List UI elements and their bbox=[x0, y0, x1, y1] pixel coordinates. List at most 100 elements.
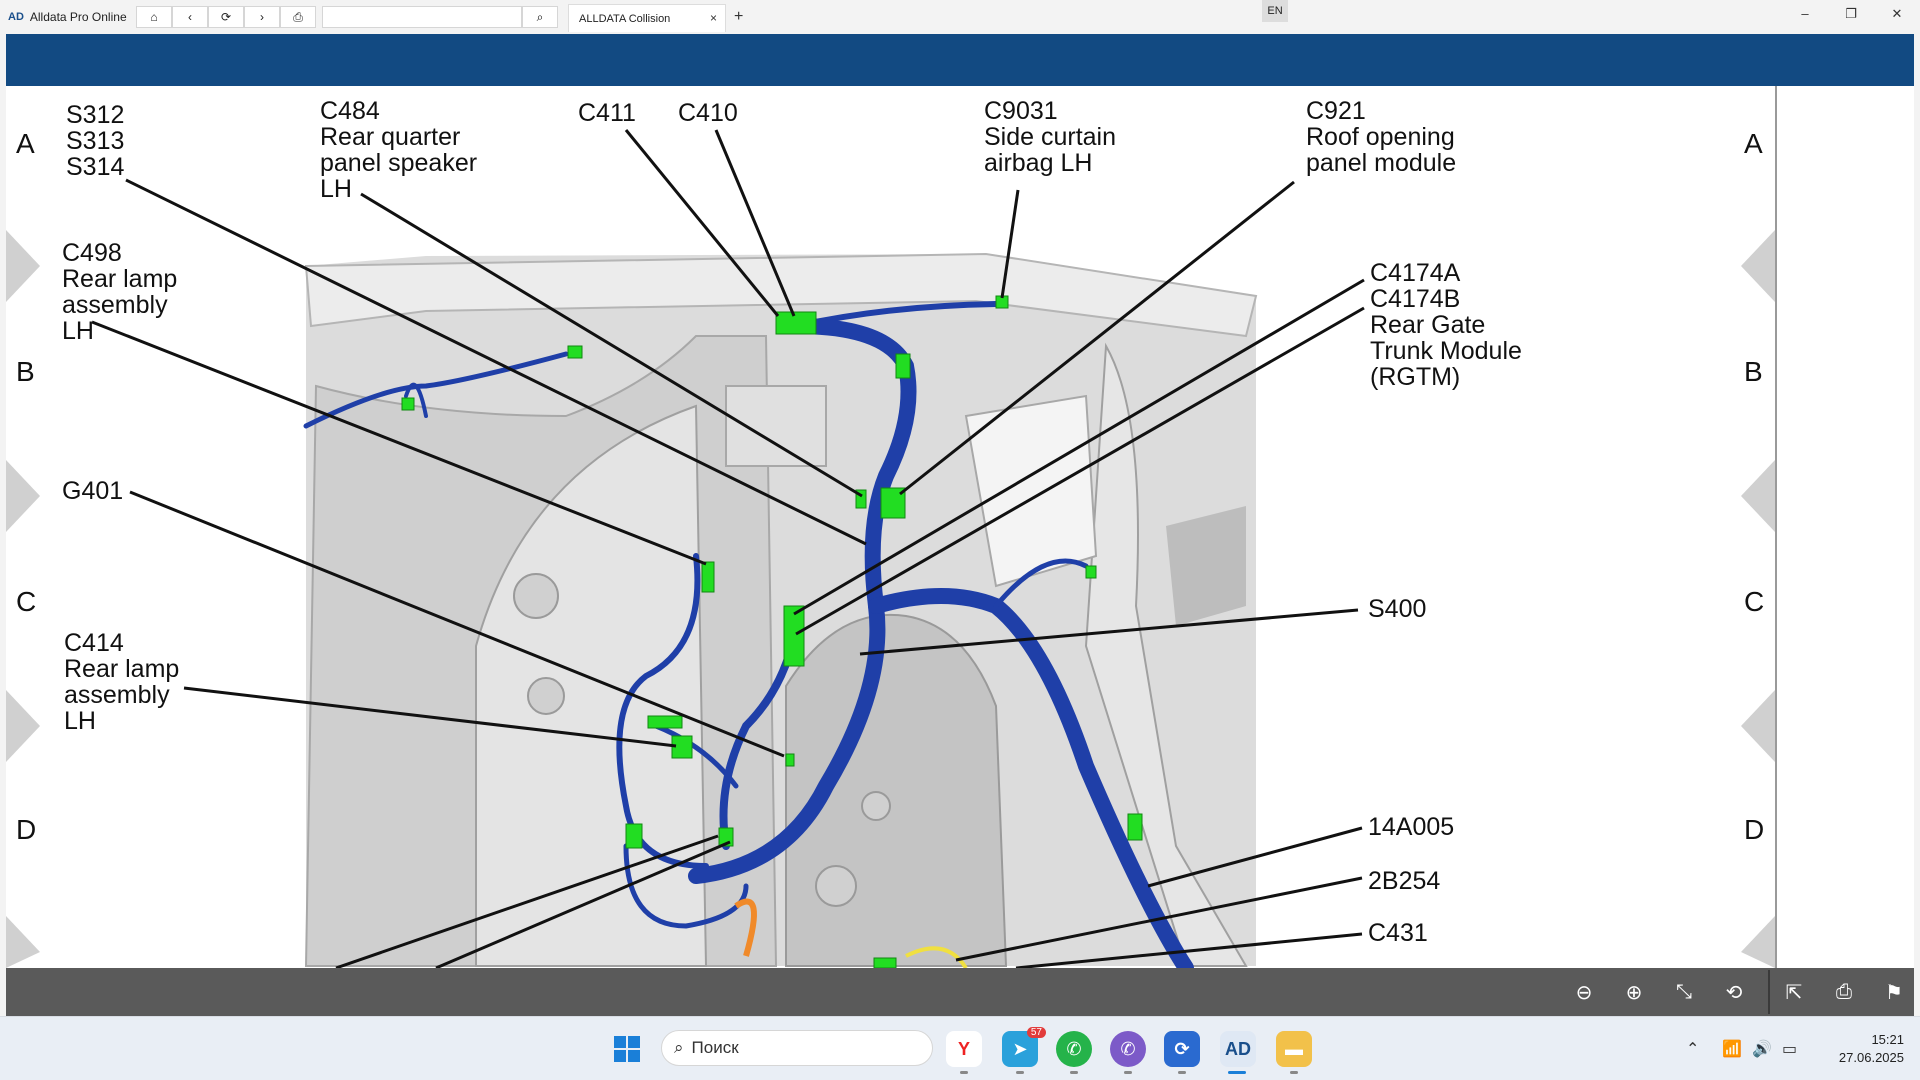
new-tab-button[interactable]: + bbox=[734, 8, 744, 25]
toolbar-divider bbox=[1768, 970, 1770, 1014]
forward-button[interactable]: › bbox=[244, 6, 280, 28]
rotate-icon[interactable]: ⟲ bbox=[1725, 981, 1743, 1004]
print-button[interactable]: ⎙ bbox=[280, 6, 316, 28]
row-letter-d-left: D bbox=[16, 814, 37, 845]
tab-alldata-collision[interactable]: ALLDATA Collision × bbox=[568, 4, 726, 32]
connector-c431[interactable] bbox=[873, 957, 897, 968]
label-c431: C431 bbox=[1368, 919, 1428, 947]
row-letter-c-left: C bbox=[16, 586, 37, 617]
label-c921: C921 Roof opening panel module bbox=[1306, 97, 1457, 177]
speaker-icon[interactable]: 🔊 bbox=[1752, 1041, 1772, 1058]
connector-far-left[interactable] bbox=[567, 345, 583, 359]
restore-button[interactable]: ❐ bbox=[1845, 6, 1857, 21]
nav-arrow-right-4[interactable] bbox=[1741, 916, 1775, 968]
address-input[interactable] bbox=[322, 6, 522, 28]
nav-arrow-right-1[interactable] bbox=[1741, 230, 1775, 302]
app-indicator-active bbox=[1228, 1071, 1246, 1074]
battery-icon[interactable]: ▭ bbox=[1782, 1041, 1798, 1058]
taskbar-search-placeholder: Поиск bbox=[691, 1038, 739, 1057]
nav-arrow-right-2[interactable] bbox=[1741, 460, 1775, 532]
connector-upper[interactable] bbox=[895, 353, 911, 379]
reload-button[interactable]: ⟳ bbox=[208, 6, 244, 28]
app-brand: AD Alldata Pro Online bbox=[0, 0, 127, 34]
file-explorer-icon[interactable]: ▬ bbox=[1276, 1031, 1312, 1067]
label-14a005: 14A005 bbox=[1368, 813, 1455, 841]
connector-c484[interactable] bbox=[855, 489, 867, 509]
connector-g401[interactable] bbox=[785, 753, 795, 767]
home-icon: ⌂ bbox=[150, 10, 158, 24]
app-indicator bbox=[1070, 1071, 1078, 1074]
language-indicator[interactable]: EN bbox=[1262, 0, 1288, 22]
row-letter-a-left: A bbox=[16, 128, 35, 159]
telegram-badge: 57 bbox=[1026, 1027, 1046, 1038]
nav-arrow-left-2[interactable] bbox=[6, 460, 40, 532]
windows-start-icon[interactable] bbox=[613, 1035, 641, 1063]
label-c484: C484 Rear quarter panel speaker LH bbox=[320, 97, 478, 203]
home-button[interactable]: ⌂ bbox=[136, 6, 172, 28]
windows-taskbar: ⌕ Поиск Y ➤57 ✆ ✆ ⟳ AD ▬ ⌃ 📶 🔊 ▭ 15:21 2… bbox=[0, 1016, 1920, 1080]
connector-right[interactable] bbox=[1085, 565, 1097, 579]
zoom-in-icon[interactable]: ⊕ bbox=[1625, 981, 1643, 1004]
label-s400: S400 bbox=[1368, 595, 1427, 623]
row-letter-d-right: D bbox=[1744, 814, 1765, 845]
wiring-diagram bbox=[6, 129, 1775, 968]
connector-c498[interactable] bbox=[701, 561, 715, 593]
connector-c411[interactable] bbox=[775, 311, 817, 335]
taskbar-search-box[interactable]: ⌕ Поиск bbox=[661, 1030, 933, 1066]
tray-chevron-up-icon[interactable]: ⌃ bbox=[1686, 1041, 1700, 1058]
tab-close-icon[interactable]: × bbox=[709, 11, 717, 25]
taskbar-clock[interactable]: 15:21 27.06.2025 bbox=[1824, 1031, 1904, 1067]
app-indicator bbox=[1016, 1071, 1024, 1074]
app-indicator bbox=[1290, 1071, 1298, 1074]
viber-icon[interactable]: ✆ bbox=[1110, 1031, 1146, 1067]
row-letter-a-right: A bbox=[1744, 128, 1763, 159]
print-icon: ⎙ bbox=[293, 9, 303, 24]
alldata-logo: AD bbox=[8, 11, 24, 23]
label-g401: G401 bbox=[62, 477, 124, 505]
connector-far-left-2[interactable] bbox=[401, 397, 415, 411]
nav-buttons: ⌂ ‹ ⟳ › ⎙ bbox=[136, 6, 316, 28]
label-c9031: C9031 Side curtain airbag LH bbox=[984, 97, 1117, 177]
zoom-out-icon[interactable]: ⊖ bbox=[1575, 981, 1593, 1004]
whatsapp-icon[interactable]: ✆ bbox=[1056, 1031, 1092, 1067]
connector-14a005[interactable] bbox=[1127, 813, 1143, 841]
search-button[interactable]: ⌕ bbox=[522, 6, 558, 28]
search-icon: ⌕ bbox=[674, 1038, 684, 1057]
app-indicator bbox=[1178, 1071, 1186, 1074]
browser-titlebar: AD Alldata Pro Online bbox=[0, 0, 1920, 34]
label-c498: C498 Rear lamp assembly LH bbox=[62, 239, 178, 345]
back-button[interactable]: ‹ bbox=[172, 6, 208, 28]
yandex-browser-icon[interactable]: Y bbox=[946, 1031, 982, 1067]
alldata-taskbar-icon[interactable]: AD bbox=[1220, 1031, 1256, 1067]
connector-lower-left[interactable] bbox=[625, 823, 643, 849]
reload-icon: ⟳ bbox=[220, 10, 232, 24]
app-indicator bbox=[1124, 1071, 1132, 1074]
chevron-right-icon: › bbox=[260, 10, 264, 24]
telegram-icon[interactable]: ➤57 bbox=[1002, 1027, 1046, 1067]
network-tool-icon[interactable]: ⟳ bbox=[1164, 1031, 1200, 1067]
nav-arrow-right-3[interactable] bbox=[1741, 690, 1775, 762]
right-side-panel bbox=[1775, 86, 1914, 968]
nav-arrow-left-1[interactable] bbox=[6, 230, 40, 302]
connectors bbox=[401, 295, 1143, 968]
row-letter-c-right: C bbox=[1744, 586, 1765, 617]
tab-title: ALLDATA Collision bbox=[579, 12, 671, 25]
open-external-icon[interactable]: ⇱ bbox=[1785, 981, 1803, 1004]
fit-screen-icon[interactable]: ⤡ bbox=[1676, 980, 1692, 1003]
vehicle-body bbox=[304, 252, 1258, 967]
minimize-button[interactable]: – bbox=[1801, 6, 1809, 21]
yellow-harness-segment bbox=[905, 946, 968, 968]
nav-arrow-left-3[interactable] bbox=[6, 690, 40, 762]
app-header-bar bbox=[6, 34, 1914, 86]
connector-c414a[interactable] bbox=[647, 715, 683, 729]
connector-c4174[interactable] bbox=[783, 605, 805, 667]
nav-arrow-left-4[interactable] bbox=[6, 916, 40, 968]
viewer-toolbar: ⊖ ⊕ ⤡ ⟲ ⇱ ⎙ ⚑ bbox=[6, 968, 1914, 1016]
close-window-button[interactable]: ✕ bbox=[1891, 6, 1903, 21]
wifi-icon[interactable]: 📶 bbox=[1722, 1041, 1742, 1058]
bookmark-icon[interactable]: ⚑ bbox=[1885, 981, 1903, 1004]
clock-time: 15:21 bbox=[1871, 1032, 1904, 1047]
label-c4174: C4174A C4174B Rear Gate Trunk Module (RG… bbox=[1370, 259, 1522, 391]
print-icon[interactable]: ⎙ bbox=[1836, 980, 1852, 1003]
wiring-diagram-viewer[interactable]: A B C D A B C D S312 S313 S314 C484 Rear… bbox=[6, 86, 1775, 968]
